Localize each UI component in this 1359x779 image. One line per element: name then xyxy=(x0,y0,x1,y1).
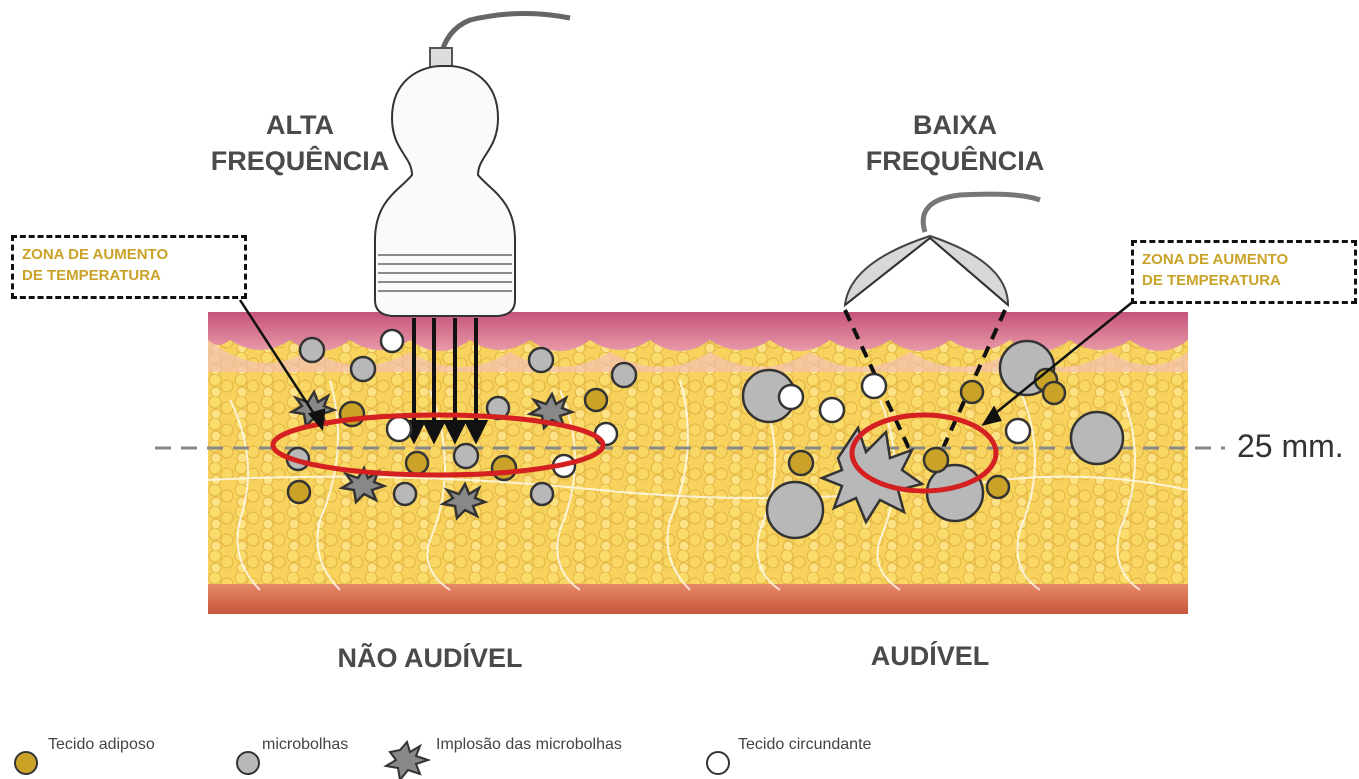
zone-left-line2: DE TEMPERATURA xyxy=(22,265,236,286)
zone-label-left: ZONA DE AUMENTO DE TEMPERATURA xyxy=(11,235,247,299)
low-frequency-line2: FREQUÊNCIA xyxy=(845,143,1065,179)
not-audible-label: NÃO AUDÍVEL xyxy=(300,640,560,676)
low-frequency-title: BAIXA FREQUÊNCIA xyxy=(845,107,1065,179)
legend-implosion-label: Implosão das microbolhas xyxy=(436,736,622,754)
low-frequency-probe xyxy=(845,194,1040,305)
high-frequency-line2: FREQUÊNCIA xyxy=(190,143,410,179)
high-frequency-title: ALTA FREQUÊNCIA xyxy=(190,107,410,179)
high-frequency-line1: ALTA xyxy=(190,107,410,143)
zone-label-right: ZONA DE AUMENTO DE TEMPERATURA xyxy=(1131,240,1357,304)
audible-label: AUDÍVEL xyxy=(820,638,1040,674)
zone-right-line2: DE TEMPERATURA xyxy=(1142,270,1346,291)
zone-right-line1: ZONA DE AUMENTO xyxy=(1142,249,1346,270)
depth-label: 25 mm. xyxy=(1237,428,1344,465)
zone-left-line1: ZONA DE AUMENTO xyxy=(22,244,236,265)
low-frequency-line1: BAIXA xyxy=(845,107,1065,143)
legend-surrounding-label: Tecido circundante xyxy=(738,736,871,754)
legend-microbubble-label: microbolhas xyxy=(262,736,348,754)
legend-adipose-label: Tecido adiposo xyxy=(48,736,155,754)
legend: Tecido adiposo microbolhas Implosão das … xyxy=(0,726,1000,776)
